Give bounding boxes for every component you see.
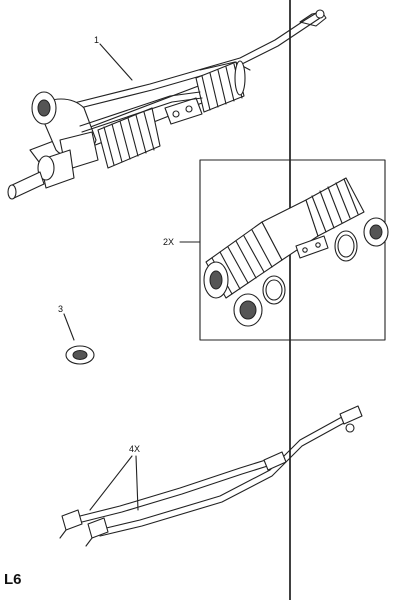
page-code: L6 (4, 571, 22, 588)
boot-kit (203, 177, 389, 327)
callout-1: 1 (94, 35, 99, 45)
right-bellows (195, 60, 246, 113)
callout-4x: 4X (129, 444, 140, 454)
callout-leader-4b (135, 455, 139, 511)
callout-leader-1 (99, 43, 133, 81)
callout-3: 3 (58, 304, 63, 314)
callout-leader-4a (89, 455, 133, 511)
callout-2x: 2X (163, 237, 174, 247)
callout-leader-3 (63, 313, 75, 341)
seal-ring (65, 345, 95, 365)
pipe-lines (59, 405, 363, 547)
kit-box (199, 159, 386, 341)
left-bellows (97, 107, 161, 169)
steering-rack-assembly (7, 9, 327, 200)
